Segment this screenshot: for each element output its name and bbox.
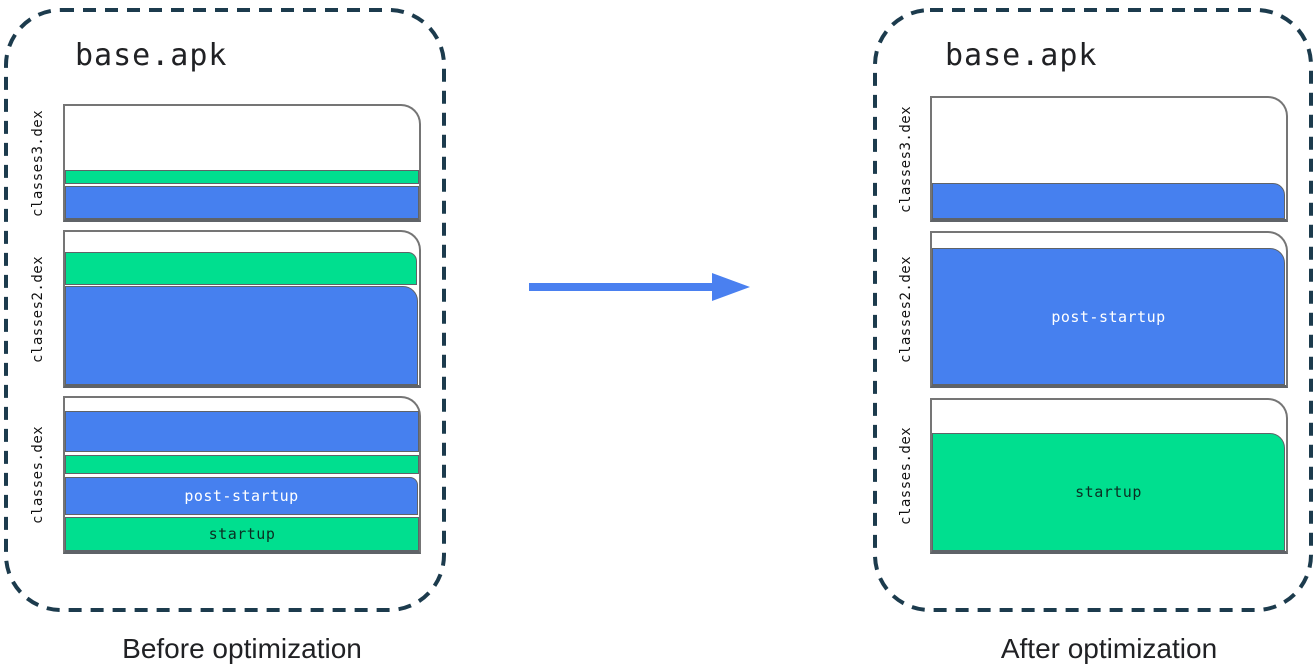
right-arrow-icon <box>529 273 750 301</box>
before-classes1-startup-segment: startup <box>65 517 419 551</box>
before-classes2-blue-segment <box>65 286 418 385</box>
before-classes1-green-segment <box>65 455 419 474</box>
after-classes3-blue-segment <box>932 183 1285 219</box>
after-classes1-page: startup <box>930 398 1288 554</box>
before-classes1-post-startup-segment: post-startup <box>65 477 418 515</box>
before-classes2-page <box>63 230 421 388</box>
before-caption: Before optimization <box>122 633 362 664</box>
after-classes1-label: classes.dex <box>898 426 914 526</box>
before-panel-outline <box>4 8 446 612</box>
after-classes2-page: post-startup <box>930 231 1288 388</box>
before-classes3-blue-segment <box>65 186 419 219</box>
before-classes1-label: classes.dex <box>30 425 46 525</box>
before-classes3-page <box>63 104 421 222</box>
after-startup-label: startup <box>1075 483 1142 501</box>
after-caption: After optimization <box>1000 633 1218 664</box>
after-panel-outline <box>873 8 1313 612</box>
before-classes3-green-segment <box>65 170 419 184</box>
before-classes2-label: classes2.dex <box>30 255 46 363</box>
before-classes3-label: classes3.dex <box>30 109 46 217</box>
before-post-startup-label: post-startup <box>184 487 299 505</box>
before-apk-title: base.apk <box>75 38 228 73</box>
after-post-startup-label: post-startup <box>1051 307 1166 326</box>
before-startup-label: startup <box>208 525 276 543</box>
after-classes1-startup-segment: startup <box>932 433 1285 551</box>
after-classes2-post-startup-segment: post-startup <box>932 248 1285 385</box>
before-classes1-page: post-startup startup <box>63 396 421 554</box>
before-classes1-blue-segment <box>65 411 419 452</box>
before-classes2-green-segment <box>65 252 417 285</box>
after-classes3-label: classes3.dex <box>898 105 914 213</box>
after-classes2-label: classes2.dex <box>898 255 914 364</box>
after-classes3-page <box>930 96 1288 222</box>
after-apk-title: base.apk <box>945 38 1098 73</box>
